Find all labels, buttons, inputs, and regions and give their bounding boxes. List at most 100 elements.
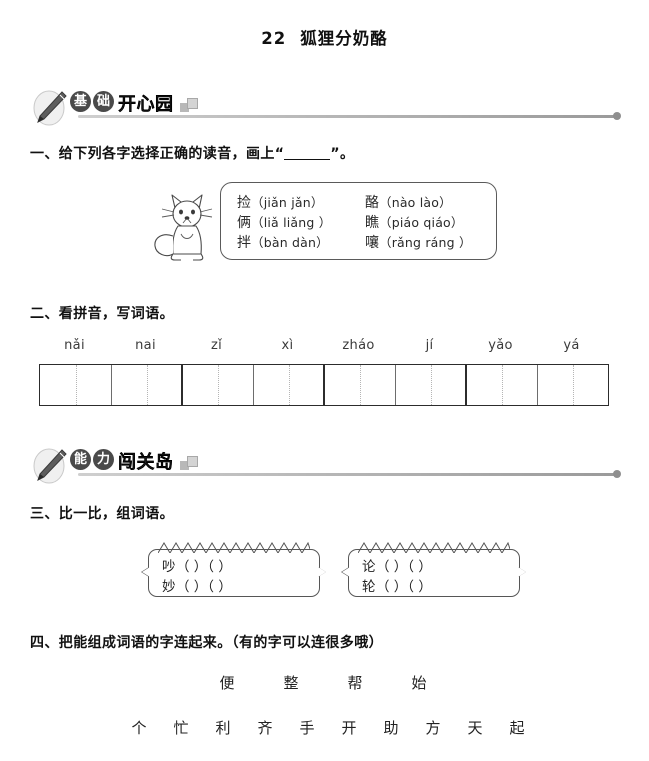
pinyin-item-char: 俩 [237, 215, 251, 231]
writing-grid[interactable] [39, 364, 183, 406]
writing-cell[interactable] [40, 365, 111, 405]
writing-grid[interactable] [181, 364, 325, 406]
page-title: 22 狐狸分奶酪 [0, 25, 649, 49]
pinyin-item-options: （liǎ liǎng ） [251, 215, 332, 230]
badge-char-1: 能 [70, 449, 91, 470]
match-char[interactable]: 便 [219, 674, 235, 692]
write-group: yǎo yá [465, 338, 609, 406]
write-group-pinyin: zǐ xì [181, 338, 325, 358]
write-group-pinyin: nǎi nai [39, 338, 183, 358]
match-row-bottom: 个 忙 利 齐 手 开 助 方 天 起 [118, 717, 538, 738]
word-build-blanks: （ ）（ ） [376, 559, 432, 575]
match-char[interactable]: 天 [467, 719, 483, 737]
pinyin-item-options: （rǎng ráng ） [379, 235, 472, 250]
section-banner-basics: 基 础 开心园 [30, 90, 621, 128]
match-char[interactable]: 手 [299, 719, 315, 737]
pinyin-item[interactable]: 捡（jiǎn jǎn） [237, 192, 365, 212]
writing-grid[interactable] [323, 364, 467, 406]
banner-end-dot [613, 112, 621, 120]
pinyin-item[interactable]: 俩（liǎ liǎng ） [237, 212, 365, 232]
match-char[interactable]: 助 [383, 719, 399, 737]
brush-pen-icon [33, 90, 67, 126]
pinyin-label: zǐ [210, 338, 223, 353]
exercise-4-title: 四、把能组成词语的字连起来。（有的字可以连很多哦） [30, 635, 383, 651]
match-char[interactable]: 个 [131, 719, 147, 737]
match-char[interactable]: 利 [215, 719, 231, 737]
match-char[interactable]: 帮 [347, 674, 363, 692]
write-group: zǐ xì [181, 338, 325, 406]
writing-cell[interactable] [395, 365, 466, 405]
pinyin-item-char: 嚷 [365, 235, 379, 251]
pinyin-label: nai [135, 338, 156, 353]
answer-blank-underline [284, 147, 331, 160]
write-group-pinyin: yǎo yá [465, 338, 609, 358]
section-banner-ability: 能 力 闯关岛 [30, 448, 621, 486]
write-group: nǎi nai [39, 338, 183, 406]
word-build-row[interactable]: 论（ ）（ ） [362, 555, 519, 575]
exercise-1-title: 一、给下列各字选择正确的读音，画上“”。 [30, 143, 354, 163]
writing-cell[interactable] [182, 365, 253, 405]
pinyin-item-options: （nào lào） [379, 195, 452, 210]
banner-end-dot [613, 470, 621, 478]
pinyin-label: yǎo [488, 338, 513, 353]
pinyin-item-options: （piáo qiáo） [379, 215, 464, 230]
word-build-char: 轮 [362, 579, 376, 595]
word-build-blanks: （ ）（ ） [176, 579, 232, 595]
match-char[interactable]: 始 [411, 674, 427, 692]
fox-illustration-icon [154, 194, 213, 261]
word-build-row[interactable]: 轮（ ）（ ） [362, 575, 519, 595]
badge-char-1: 基 [70, 91, 91, 112]
writing-cell[interactable] [253, 365, 324, 405]
word-build-char: 吵 [162, 559, 176, 575]
zigzag-decor-icon [158, 542, 310, 553]
word-build-box: 吵（ ）（ ） 妙（ ）（ ） [142, 542, 326, 597]
box-ear-left [342, 567, 350, 577]
match-char[interactable]: 开 [341, 719, 357, 737]
writing-cell[interactable] [466, 365, 537, 405]
pinyin-item-options: （jiǎn jǎn） [251, 195, 324, 210]
badge-char-2: 力 [93, 449, 114, 470]
pinyin-label: jí [425, 338, 434, 353]
word-build-char: 论 [362, 559, 376, 575]
decor-square-front [187, 98, 198, 109]
decor-square-back [180, 103, 189, 112]
exercise-1-title-after: ”。 [330, 146, 355, 162]
pinyin-row: 拌（bàn dàn） 嚷（rǎng ráng ） [237, 232, 496, 252]
writing-cell[interactable] [324, 365, 395, 405]
word-build-box: 论（ ）（ ） 轮（ ）（ ） [342, 542, 526, 597]
match-char[interactable]: 整 [283, 674, 299, 692]
pinyin-choice-box: 捡（jiǎn jǎn） 酪（nào lào） 俩（liǎ liǎng ） 瞧（p… [220, 182, 497, 260]
pinyin-row: 俩（liǎ liǎng ） 瞧（piáo qiáo） [237, 212, 496, 232]
write-group-pinyin: zháo jí [323, 338, 467, 358]
decor-square-front [187, 456, 198, 467]
match-char[interactable]: 方 [425, 719, 441, 737]
exercise-2-title: 二、看拼音，写词语。 [30, 306, 174, 322]
pinyin-item-char: 酪 [365, 195, 379, 211]
word-build-row[interactable]: 妙（ ）（ ） [162, 575, 319, 595]
pinyin-label: yá [563, 338, 580, 353]
pinyin-item-char: 捡 [237, 195, 251, 211]
pinyin-item[interactable]: 酪（nào lào） [365, 192, 493, 212]
write-group: zháo jí [323, 338, 467, 406]
lesson-number: 22 [261, 29, 287, 48]
pinyin-item[interactable]: 瞧（piáo qiáo） [365, 212, 493, 232]
exercise-3-title: 三、比一比，组词语。 [30, 506, 174, 522]
writing-cell[interactable] [537, 365, 608, 405]
match-char[interactable]: 齐 [257, 719, 273, 737]
match-char[interactable]: 起 [509, 719, 525, 737]
box-ear-right [518, 567, 526, 577]
box-ear-left [142, 567, 150, 577]
pinyin-item[interactable]: 嚷（rǎng ráng ） [365, 232, 493, 252]
pinyin-item-options: （bàn dàn） [251, 235, 329, 250]
lesson-title: 狐狸分奶酪 [300, 29, 388, 48]
match-row-top: 便 整 帮 始 [195, 672, 451, 693]
writing-grid[interactable] [465, 364, 609, 406]
pinyin-label: xì [281, 338, 294, 353]
pinyin-item[interactable]: 拌（bàn dàn） [237, 232, 365, 252]
decor-square-back [180, 461, 189, 470]
match-char[interactable]: 忙 [173, 719, 189, 737]
banner-rule [78, 473, 618, 476]
word-build-row[interactable]: 吵（ ）（ ） [162, 555, 319, 575]
writing-cell[interactable] [111, 365, 182, 405]
box-ear-right [318, 567, 326, 577]
